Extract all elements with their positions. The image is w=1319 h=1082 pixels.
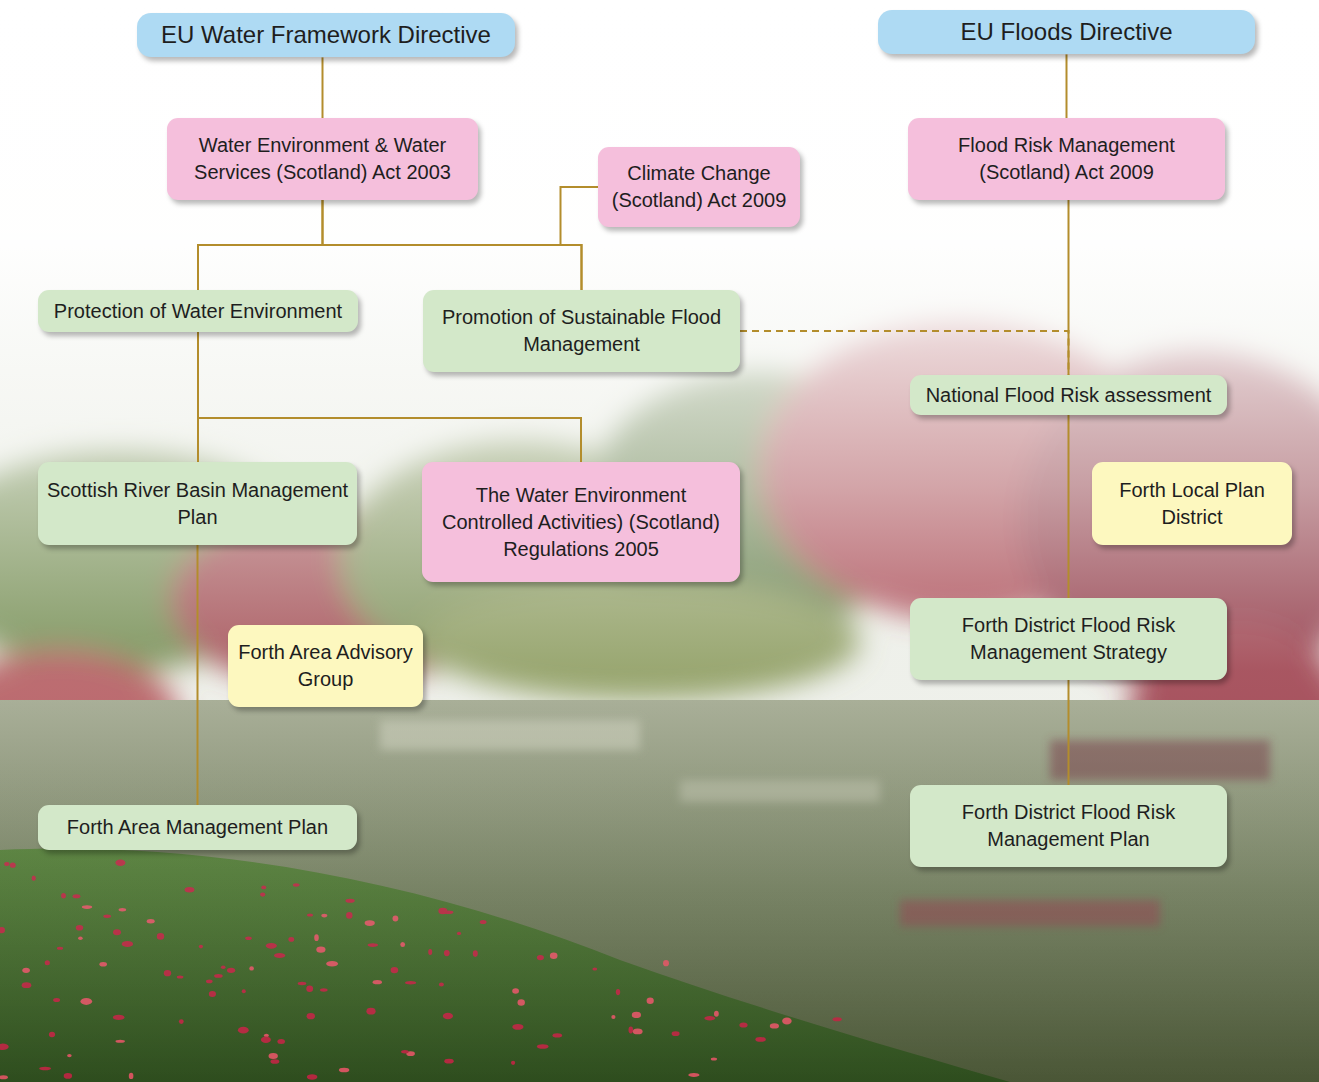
node-label: Forth Local Plan District: [1100, 477, 1284, 531]
act-box: Flood Risk Management (Scotland) Act 200…: [908, 118, 1225, 200]
assessment-box: National Flood Risk assessment: [910, 375, 1227, 415]
node-label: Promotion of Sustainable Flood Managemen…: [431, 304, 732, 358]
duty-box: Protection of Water Environment: [38, 290, 358, 332]
connector-line: [323, 200, 582, 290]
plan-box: Forth District Flood Risk Management Pla…: [910, 785, 1227, 867]
connector-line: [1068, 200, 1069, 375]
node-text-group: Flood Risk Management (Scotland) Act 200…: [916, 132, 1217, 186]
connector-line: [197, 545, 198, 805]
node-text-group: Forth Area Management Plan: [67, 814, 328, 841]
node-label: National Flood Risk assessment: [926, 382, 1212, 409]
node-label: Forth Area Management Plan: [67, 814, 328, 841]
node-text-group: The Water Environment Controlled Activit…: [430, 482, 732, 563]
act-box: Climate Change (Scotland) Act 2009: [598, 147, 800, 227]
connector-line: [1068, 415, 1069, 598]
node-text-group: Forth Area Advisory Group: [236, 639, 415, 693]
connector-line: [322, 57, 323, 118]
node-text-group: EU Water Framework Directive: [161, 19, 491, 51]
node-text-group: Water Environment & Water Services (Scot…: [175, 132, 470, 186]
strategy-box: Forth District Flood Risk Management Str…: [910, 598, 1227, 680]
advisory-group-box: Forth Area Advisory Group: [228, 625, 423, 707]
connector-line: [198, 200, 323, 290]
node-text-group: Promotion of Sustainable Flood Managemen…: [431, 304, 732, 358]
directive-box: EU Floods Directive: [878, 10, 1255, 54]
node-text-group: Scottish River Basin Management Plan: [46, 477, 349, 531]
node-label: Forth Area Advisory Group: [236, 639, 415, 693]
plan-box: Forth Area Management Plan: [38, 805, 357, 850]
node-label: Forth District Flood Risk Management Pla…: [918, 799, 1219, 853]
regulation-box: The Water Environment Controlled Activit…: [422, 462, 740, 582]
node-text-group: National Flood Risk assessment: [926, 382, 1212, 409]
plan-box: Scottish River Basin Management Plan: [38, 462, 357, 545]
node-text-group: Forth District Flood Risk Management Str…: [918, 612, 1219, 666]
node-label: EU Floods Directive: [960, 16, 1172, 48]
connector-line: [740, 331, 1069, 375]
directive-box: EU Water Framework Directive: [137, 13, 515, 57]
node-label: The Water Environment Controlled Activit…: [430, 482, 732, 563]
node-label: Climate Change (Scotland) Act 2009: [606, 160, 792, 214]
duty-box: Promotion of Sustainable Flood Managemen…: [423, 290, 740, 372]
node-text-group: Forth District Flood Risk Management Pla…: [918, 799, 1219, 853]
node-text-group: Climate Change (Scotland) Act 2009: [606, 160, 792, 214]
connector-line: [561, 187, 599, 290]
connector-line: [1066, 54, 1067, 118]
node-label: Forth District Flood Risk Management Str…: [918, 612, 1219, 666]
node-label: Flood Risk Management (Scotland) Act 200…: [916, 132, 1217, 186]
node-text-group: EU Floods Directive: [960, 16, 1172, 48]
connector-line: [1068, 680, 1069, 785]
node-text-group: Forth Local Plan District: [1100, 477, 1284, 531]
node-label: Water Environment & Water Services (Scot…: [175, 132, 470, 186]
district-box: Forth Local Plan District: [1092, 462, 1292, 545]
node-label: Scottish River Basin Management Plan: [46, 477, 349, 531]
node-label: EU Water Framework Directive: [161, 19, 491, 51]
node-text-group: Protection of Water Environment: [54, 298, 342, 325]
node-label: Protection of Water Environment: [54, 298, 342, 325]
act-box: Water Environment & Water Services (Scot…: [167, 118, 478, 200]
